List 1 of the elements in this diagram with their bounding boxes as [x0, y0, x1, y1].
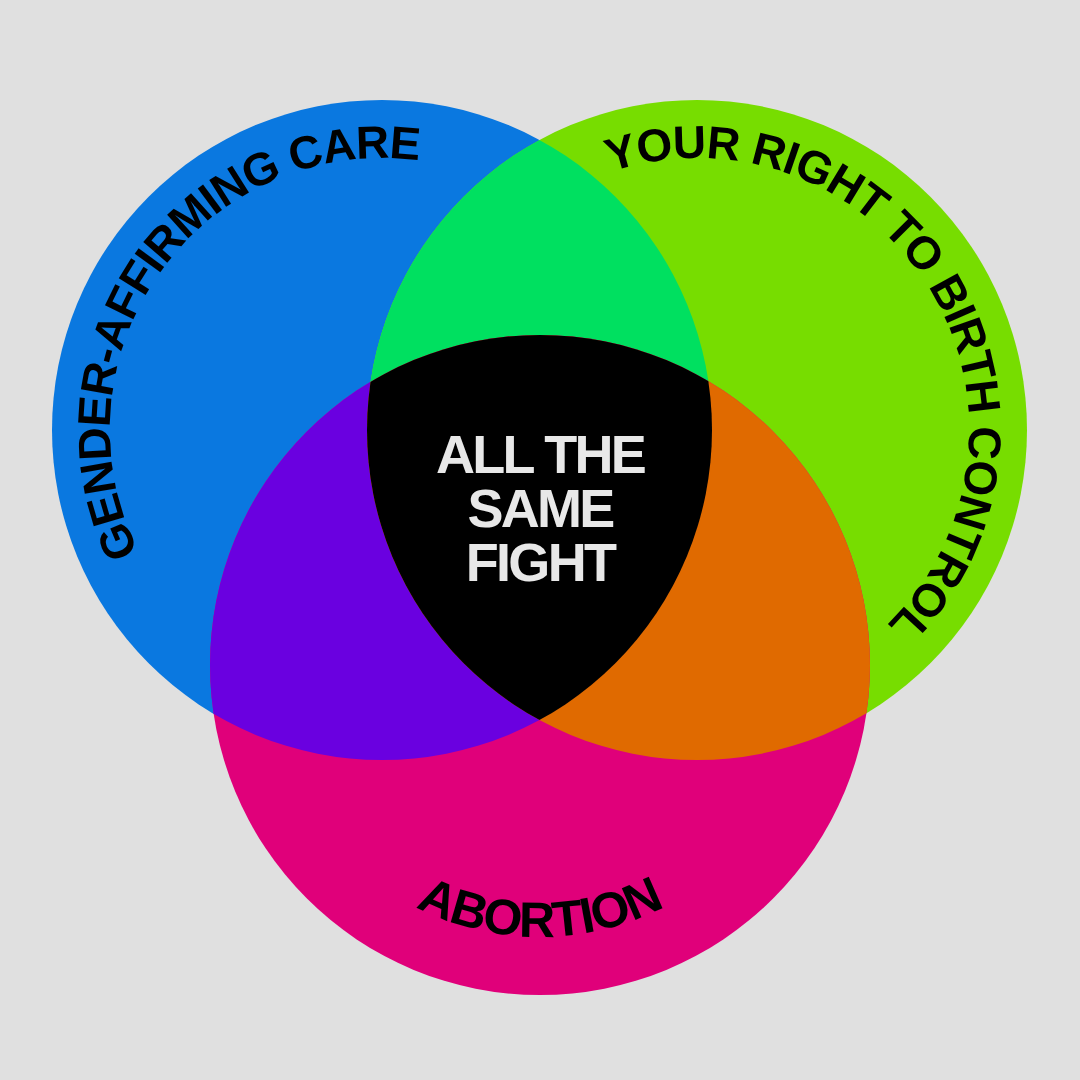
circle-label: ABORTION	[410, 866, 670, 949]
